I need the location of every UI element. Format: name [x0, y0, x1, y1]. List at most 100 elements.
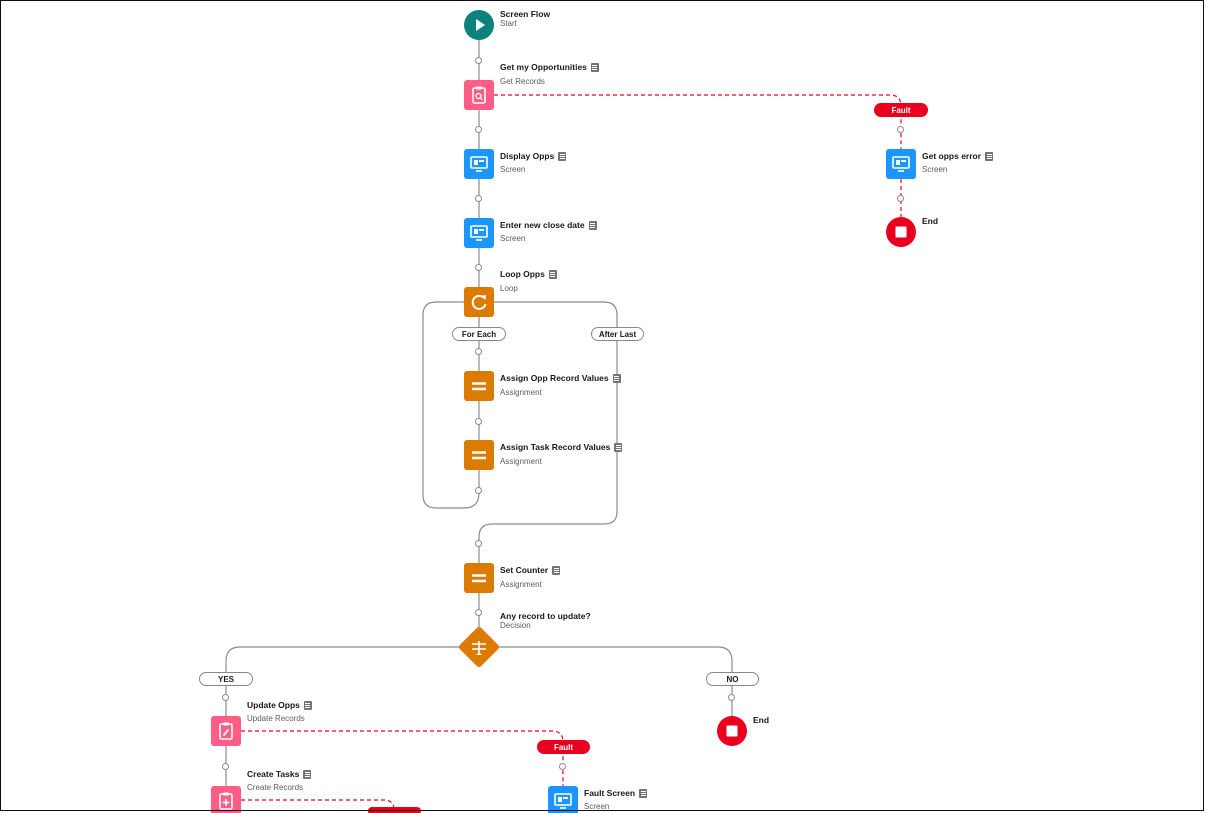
connector-dot[interactable] [475, 609, 482, 616]
end-node[interactable] [886, 217, 916, 247]
create-tasks-title: Create Tasks [247, 769, 312, 779]
loop-title-text: Loop Opps [500, 269, 545, 279]
update-opps-title-text: Update Opps [247, 700, 300, 710]
description-icon [590, 62, 599, 72]
end-node-no[interactable] [717, 716, 747, 746]
connector-dot[interactable] [728, 694, 735, 701]
set-counter-title-text: Set Counter [500, 565, 549, 575]
create-records-icon [219, 792, 233, 810]
fault-screen-subtitle: Screen [584, 802, 610, 811]
update-opps-title: Update Opps [247, 700, 312, 710]
loop-title: Loop Opps [500, 269, 557, 279]
assign-task-subtitle: Assignment [500, 457, 542, 466]
connector-dot[interactable] [475, 348, 482, 355]
assign-task-node[interactable] [464, 440, 494, 470]
get-records-node[interactable] [464, 80, 494, 110]
connector-dot[interactable] [897, 195, 904, 202]
display-opps-subtitle: Screen [500, 165, 526, 174]
loop-icon [471, 294, 487, 310]
connector-dot[interactable] [475, 57, 482, 64]
connector-dot[interactable] [222, 694, 229, 701]
description-icon [303, 769, 312, 779]
set-counter-title: Set Counter [500, 565, 561, 575]
get-opps-error-subtitle: Screen [922, 165, 948, 174]
loop-subtitle: Loop [500, 284, 518, 293]
update-records-node[interactable] [211, 716, 241, 746]
end-label-no: End [753, 715, 770, 725]
connector-dot[interactable] [475, 195, 482, 202]
assign-opp-title: Assign Opp Record Values [500, 373, 621, 383]
decision-icon [472, 641, 486, 655]
fault-pill[interactable]: Fault [874, 103, 928, 117]
enter-date-title: Enter new close date [500, 220, 597, 230]
play-icon [476, 19, 485, 31]
stop-icon [895, 226, 907, 238]
get-opps-error-node[interactable] [886, 149, 916, 179]
assign-opp-node[interactable] [464, 371, 494, 401]
update-opps-subtitle: Update Records [247, 714, 305, 723]
assign-opp-title-text: Assign Opp Record Values [500, 373, 609, 383]
display-opps-title-text: Display Opps [500, 151, 555, 161]
start-node[interactable] [464, 10, 494, 40]
assign-opp-subtitle: Assignment [500, 388, 542, 397]
connector-dot[interactable] [475, 264, 482, 271]
description-icon [588, 220, 597, 230]
assign-task-title-text: Assign Task Record Values [500, 442, 611, 452]
start-subtitle: Start [500, 19, 517, 28]
connector-dot[interactable] [475, 487, 482, 494]
connector-dot[interactable] [222, 763, 229, 770]
description-icon [612, 373, 621, 383]
fault-pill[interactable]: Fault [537, 740, 590, 754]
connector-dot[interactable] [559, 763, 566, 770]
for-each-pill[interactable]: For Each [452, 327, 506, 341]
create-tasks-subtitle: Create Records [247, 783, 304, 792]
assignment-icon [472, 382, 486, 391]
screen-icon [470, 225, 488, 241]
decision-title: Any record to update? [500, 611, 591, 621]
stop-icon [726, 725, 738, 737]
set-counter-subtitle: Assignment [500, 580, 542, 589]
create-records-node[interactable] [211, 786, 241, 813]
get-opps-error-title-text: Get opps error [922, 151, 982, 161]
yes-pill[interactable]: YES [199, 672, 253, 686]
after-last-pill[interactable]: After Last [591, 327, 644, 341]
enter-date-node[interactable] [464, 218, 494, 248]
create-tasks-title-text: Create Tasks [247, 769, 300, 779]
assignment-icon [472, 451, 486, 460]
description-icon [303, 700, 312, 710]
display-opps-node[interactable] [464, 149, 494, 179]
get-records-icon [472, 86, 486, 104]
description-icon [552, 565, 561, 575]
description-icon [548, 269, 557, 279]
update-records-icon [219, 722, 233, 740]
start-title: Screen Flow [500, 9, 551, 19]
no-pill[interactable]: NO [706, 672, 759, 686]
get-opps-title-text: Get my Opportunities [500, 62, 587, 72]
description-icon [985, 151, 994, 161]
set-counter-node[interactable] [464, 563, 494, 593]
fault-screen-title: Fault Screen [584, 788, 648, 798]
loop-node[interactable] [464, 287, 494, 317]
get-opps-error-title: Get opps error [922, 151, 994, 161]
fault-screen-node[interactable] [548, 786, 578, 813]
assign-task-title: Assign Task Record Values [500, 442, 623, 452]
get-opps-subtitle: Get Records [500, 77, 545, 86]
end-label: End [922, 216, 939, 226]
screen-icon [554, 793, 572, 809]
display-opps-title: Display Opps [500, 151, 567, 161]
fault-screen-title-text: Fault Screen [584, 788, 636, 798]
description-icon [639, 788, 648, 798]
connector-dot[interactable] [897, 126, 904, 133]
decision-subtitle: Decision [500, 621, 531, 630]
screen-icon [892, 156, 910, 172]
enter-date-title-text: Enter new close date [500, 220, 585, 230]
connector-dot[interactable] [475, 126, 482, 133]
description-icon [558, 151, 567, 161]
screen-icon [470, 156, 488, 172]
connector-dot[interactable] [475, 418, 482, 425]
description-icon [614, 442, 623, 452]
connector-dot[interactable] [475, 540, 482, 547]
get-opps-title: Get my Opportunities [500, 62, 599, 72]
